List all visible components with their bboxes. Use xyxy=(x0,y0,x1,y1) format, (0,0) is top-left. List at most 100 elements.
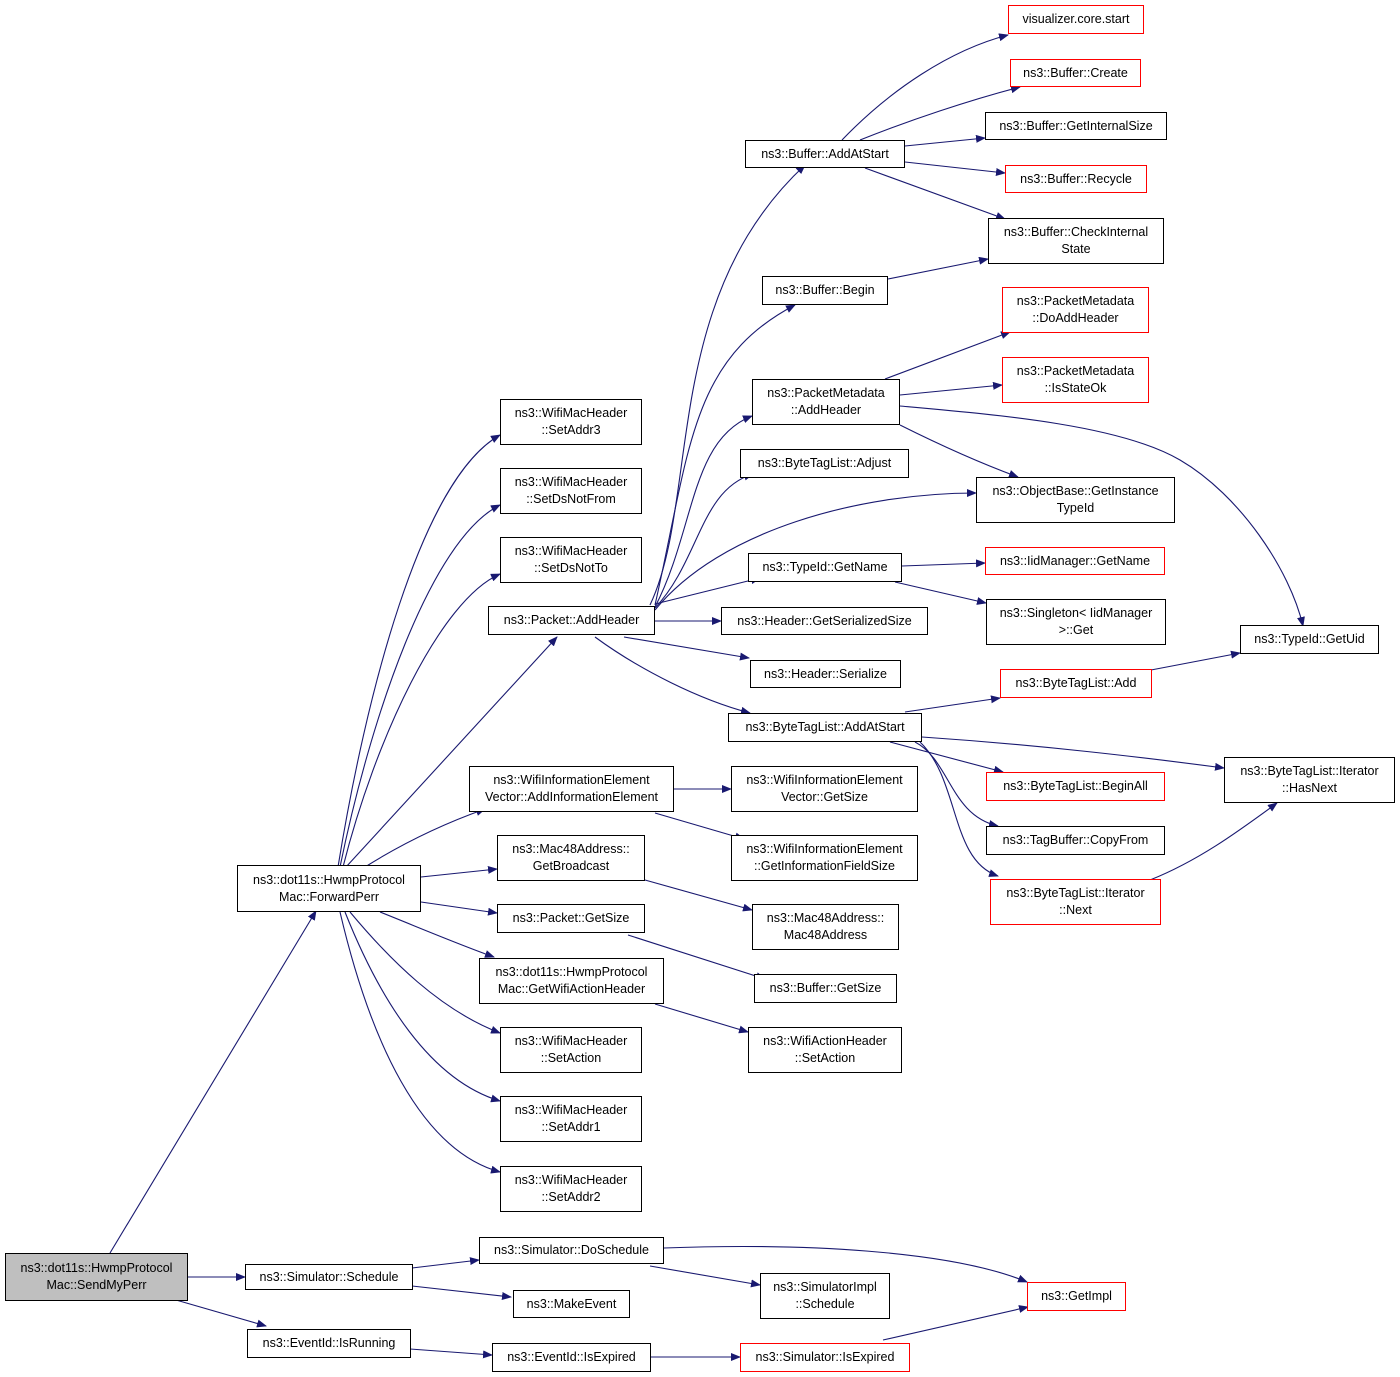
edge xyxy=(364,808,486,868)
node-set-ds-not-from[interactable]: ns3::WifiMacHeader ::SetDsNotFrom xyxy=(500,468,642,514)
node-get-impl[interactable]: ns3::GetImpl xyxy=(1027,1282,1126,1311)
node-typeid-get-uid[interactable]: ns3::TypeId::GetUid xyxy=(1240,625,1379,654)
node-byte-tag-list-add[interactable]: ns3::ByteTagList::Add xyxy=(1000,669,1152,698)
node-set-addr3[interactable]: ns3::WifiMacHeader ::SetAddr3 xyxy=(500,399,642,445)
node-object-base-get-instance-type-id[interactable]: ns3::ObjectBase::GetInstance TypeId xyxy=(976,477,1175,523)
edge xyxy=(884,331,1011,380)
node-iid-manager-get-name[interactable]: ns3::IidManager::GetName xyxy=(985,547,1165,575)
node-byte-tag-list-add-at-start[interactable]: ns3::ByteTagList::AddAtStart xyxy=(728,713,922,742)
node-header-serialize[interactable]: ns3::Header::Serialize xyxy=(750,660,901,688)
edge xyxy=(914,741,999,828)
node-simulator-impl-schedule[interactable]: ns3::SimulatorImpl ::Schedule xyxy=(760,1273,890,1319)
node-buffer-create[interactable]: ns3::Buffer::Create xyxy=(1010,59,1141,87)
edge xyxy=(904,161,1006,176)
node-packet-get-size[interactable]: ns3::Packet::GetSize xyxy=(497,904,645,933)
edge xyxy=(594,636,751,715)
edge xyxy=(841,33,1009,141)
node-set-action[interactable]: ns3::WifiMacHeader ::SetAction xyxy=(500,1027,642,1073)
node-wie-vector-get-size[interactable]: ns3::WifiInformationElement Vector::GetS… xyxy=(731,766,918,812)
node-buffer-begin[interactable]: ns3::Buffer::Begin xyxy=(762,276,888,305)
node-simulator-schedule[interactable]: ns3::Simulator::Schedule xyxy=(245,1264,413,1290)
node-packet-metadata-add-header[interactable]: ns3::PacketMetadata ::AddHeader xyxy=(752,379,900,425)
node-typeid-get-name[interactable]: ns3::TypeId::GetName xyxy=(748,553,902,582)
edge xyxy=(409,1348,493,1359)
edge xyxy=(654,472,754,609)
node-buffer-get-size[interactable]: ns3::Buffer::GetSize xyxy=(754,974,897,1003)
node-get-broadcast[interactable]: ns3::Mac48Address:: GetBroadcast xyxy=(497,835,645,881)
node-singleton-get[interactable]: ns3::Singleton< IidManager >::Get xyxy=(986,599,1166,645)
node-buffer-get-internal-size[interactable]: ns3::Buffer::GetInternalSize xyxy=(985,112,1167,140)
node-buffer-check-internal-state[interactable]: ns3::Buffer::CheckInternal State xyxy=(988,218,1164,264)
node-simulator-is-expired[interactable]: ns3::Simulator::IsExpired xyxy=(740,1343,910,1372)
node-eventid-is-running[interactable]: ns3::EventId::IsRunning xyxy=(247,1329,411,1358)
edge xyxy=(342,573,501,868)
node-make-event[interactable]: ns3::MakeEvent xyxy=(513,1290,630,1318)
node-packet-metadata-do-add-header[interactable]: ns3::PacketMetadata ::DoAddHeader xyxy=(1002,287,1149,333)
edge xyxy=(411,1257,480,1269)
edge xyxy=(899,381,1003,396)
node-byte-tag-list-adjust[interactable]: ns3::ByteTagList::Adjust xyxy=(740,449,909,478)
node-wifi-action-header-set-action[interactable]: ns3::WifiActionHeader ::SetAction xyxy=(748,1027,902,1073)
edge xyxy=(654,304,796,606)
edge xyxy=(654,489,977,611)
edge xyxy=(623,636,750,661)
node-header-get-serialized-size[interactable]: ns3::Header::GetSerializedSize xyxy=(721,607,928,635)
edge xyxy=(649,164,806,606)
edge xyxy=(859,85,1021,141)
edge xyxy=(663,1245,1028,1283)
edge xyxy=(345,636,558,868)
node-visualizer-core-start[interactable]: visualizer.core.start xyxy=(1008,5,1144,34)
node-add-information-element[interactable]: ns3::WifiInformationElement Vector::AddI… xyxy=(469,766,674,812)
node-packet-metadata-is-state-ok[interactable]: ns3::PacketMetadata ::IsStateOk xyxy=(1002,357,1149,403)
node-get-wifi-action-header[interactable]: ns3::dot11s::HwmpProtocol Mac::GetWifiAc… xyxy=(479,958,664,1004)
edge xyxy=(344,911,501,1103)
edge xyxy=(887,256,989,280)
node-wie-get-information-field-size[interactable]: ns3::WifiInformationElement ::GetInforma… xyxy=(731,835,918,881)
edge xyxy=(864,167,1006,220)
edge xyxy=(109,910,317,1254)
node-buffer-add-at-start[interactable]: ns3::Buffer::AddAtStart xyxy=(745,140,905,168)
edge xyxy=(899,405,1305,627)
node-eventid-is-expired[interactable]: ns3::EventId::IsExpired xyxy=(492,1343,651,1372)
edge xyxy=(904,695,1001,713)
edge xyxy=(654,576,761,605)
edge xyxy=(379,911,495,958)
node-set-ds-not-to[interactable]: ns3::WifiMacHeader ::SetDsNotTo xyxy=(500,537,642,583)
node-mac48address-ctor[interactable]: ns3::Mac48Address:: Mac48Address xyxy=(752,904,899,950)
node-tag-buffer-copy-from[interactable]: ns3::TagBuffer::CopyFrom xyxy=(986,826,1165,855)
node-packet-add-header[interactable]: ns3::Packet::AddHeader xyxy=(488,606,655,635)
node-byte-tag-list-begin-all[interactable]: ns3::ByteTagList::BeginAll xyxy=(986,772,1165,801)
node-buffer-recycle[interactable]: ns3::Buffer::Recycle xyxy=(1005,165,1147,193)
edge xyxy=(889,741,1004,774)
edge xyxy=(339,504,501,868)
edge xyxy=(882,1305,1029,1341)
edge xyxy=(411,1285,512,1300)
node-iterator-next[interactable]: ns3::ByteTagList::Iterator ::Next xyxy=(990,879,1161,925)
edge xyxy=(894,581,987,605)
edge xyxy=(921,736,1225,771)
edge xyxy=(899,424,1019,478)
edge xyxy=(420,901,498,916)
edge xyxy=(904,134,986,147)
edge xyxy=(339,911,501,1174)
edge xyxy=(654,1003,749,1034)
edge xyxy=(654,812,745,841)
node-set-addr1[interactable]: ns3::WifiMacHeader ::SetAddr1 xyxy=(500,1096,642,1142)
node-set-addr2[interactable]: ns3::WifiMacHeader ::SetAddr2 xyxy=(500,1166,642,1212)
edge xyxy=(337,434,501,868)
edge xyxy=(901,559,986,568)
node-forward-perr[interactable]: ns3::dot11s::HwmpProtocol Mac::ForwardPe… xyxy=(237,865,421,912)
edge xyxy=(420,865,498,878)
edge xyxy=(1150,650,1241,671)
edge xyxy=(919,741,999,877)
node-iterator-has-next[interactable]: ns3::ByteTagList::Iterator ::HasNext xyxy=(1224,757,1395,803)
edge xyxy=(1149,802,1278,881)
edge xyxy=(654,415,753,608)
edge xyxy=(627,934,766,981)
edge xyxy=(649,1265,761,1288)
edge xyxy=(349,911,501,1034)
node-do-schedule[interactable]: ns3::Simulator::DoSchedule xyxy=(479,1237,664,1264)
edge xyxy=(644,879,753,912)
node-send-my-perr: ns3::dot11s::HwmpProtocol Mac::SendMyPer… xyxy=(5,1253,188,1301)
